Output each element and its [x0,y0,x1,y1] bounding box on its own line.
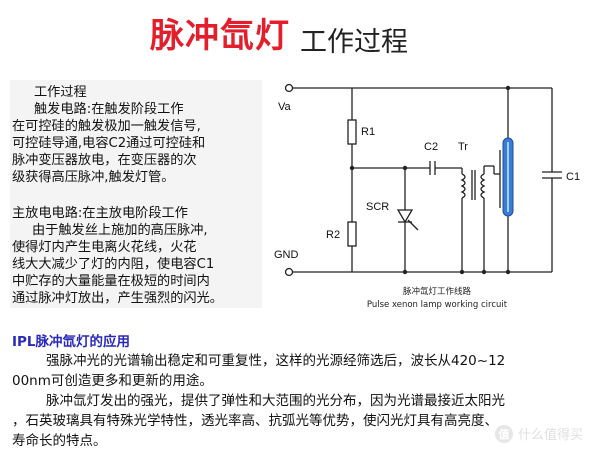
text-line: 可控硅导通,电容C2通过可控硅和 [12,136,206,151]
svg-text:值: 值 [499,427,510,441]
scr-label: SCR [366,201,389,213]
text-line: 中贮存的大量能量在极短的时间内 [12,274,210,289]
gnd-terminal [284,267,294,277]
main-discharge-heading: 主放电电路:在主放电阶段工作 [12,206,188,221]
text-line: 使得灯内产生电离火花线，火花 [12,240,197,255]
junction-dot [505,269,511,275]
diagram-caption-en: Pulse xenon lamp working circuit [367,300,508,310]
scr-gate [407,219,419,231]
scr-symbol [396,209,414,224]
left-description-panel: 工作过程 触发电路:在触发阶段工作 在可控硅的触发极加一触发信号, 可控硅导通,… [10,80,284,308]
text-line: 线大大减少了灯的内阻，使电容C1 [12,257,215,272]
trigger-circuit-heading: 触发电路:在触发阶段工作 [34,102,184,117]
watermark-badge-icon [495,425,513,443]
junction-dot [481,269,487,275]
watermark-logo: 值 什么值得买 [494,423,594,445]
r2-resistor [347,221,357,247]
c1-label: C1 [566,171,580,183]
watermark-text: 什么值得买 [518,427,583,443]
page-subtitle: 工作过程 [300,27,408,58]
circuit-diagram: Va GND R1 R2 C2 Tr SCR C1 脉冲氙灯工作线路 Pulse… [262,58,600,316]
diagram-caption-cn: 脉冲氙灯工作线路 [403,286,472,297]
watermark-svg: 值 什么值得买 [495,425,583,443]
r1-label: R1 [361,126,375,138]
junction-dot [402,269,408,275]
section-heading: 工作过程 [34,85,87,100]
text-line: 由于触发丝上施加的高压脉冲, [32,223,208,238]
va-terminal [284,83,294,93]
gnd-label: GND [274,249,299,261]
va-label: Va [278,101,292,113]
junction-dot [349,165,355,171]
tr-label: Tr [458,141,468,153]
text-line: 通过脉冲灯放出，产生强烈的闪光。 [12,291,223,306]
text-line: 级获得高压脉冲,触发灯管。 [12,170,175,185]
ipl-text-line: 00nm可创造更多和更新的用途。 [12,373,213,389]
junction-dot [459,269,465,275]
tr-primary-coil [460,173,466,199]
ipl-text-line: 脉冲氙灯发出的强光，提供了弹性和大范围的光分布，因为光谱最接近太阳光 [46,393,505,409]
r2-label: R2 [326,229,340,241]
ipl-text-line: 寿命长的特点。 [12,433,107,449]
r1-resistor [347,119,357,145]
circuit-svg: Va GND R1 R2 C2 Tr SCR C1 脉冲氙灯工作线路 Pulse… [274,83,580,310]
tr-secondary-coil [480,173,486,199]
ipl-text-line: 强脉冲光的光谱输出稳定和可重复性，这样的光源经筛选后，波长从420~12 [46,353,506,369]
junction-dot [505,85,511,91]
text-line: 脉冲变压器放电，在变压器的次 [12,153,197,168]
ipl-section-title: IPL脉冲氙灯的应用 [12,334,131,350]
text-line: 在可控硅的触发极加一触发信号, [12,119,201,134]
ipl-text-line: ，石英玻璃具有特殊光学特性，透光率高、抗弧光等优势，使闪光灯具有高亮度、 [12,413,498,429]
c2-label: C2 [424,141,438,153]
page-title: 脉冲氙灯 [150,16,290,56]
junction-dot [402,165,408,171]
